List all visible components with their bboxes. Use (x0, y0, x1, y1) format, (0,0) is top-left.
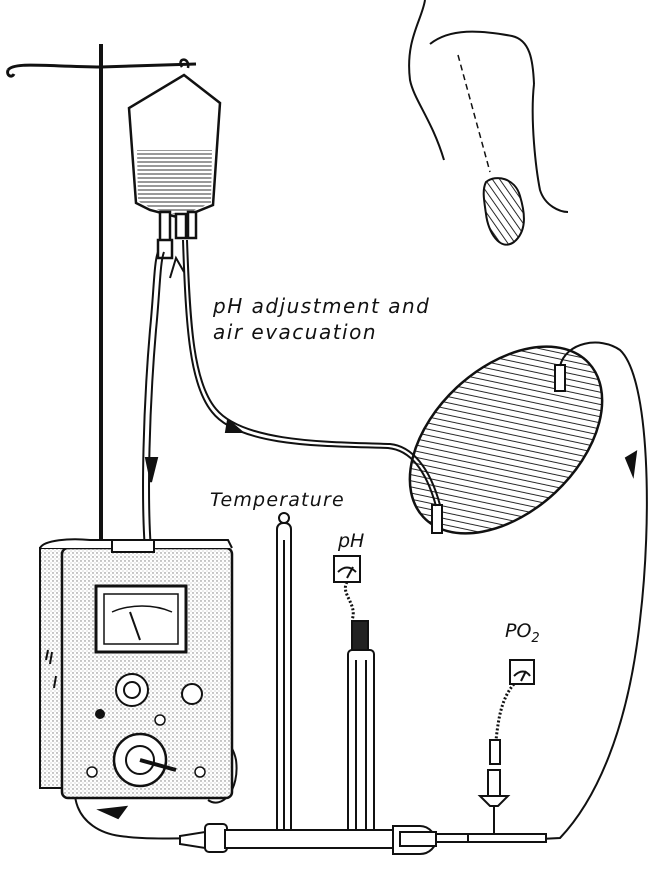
air-evacuation-label: air evacuation (213, 322, 377, 342)
po2-label: PO2 (505, 622, 540, 645)
po2-meter-icon (496, 660, 534, 740)
temperature-label: Temperature (210, 491, 345, 510)
po2-label-main: PO (505, 620, 531, 642)
ph-electrode-icon (348, 621, 374, 840)
infusion-bag-icon (129, 60, 220, 258)
ph-meter-icon (334, 556, 360, 620)
po2-electrode-icon (480, 740, 508, 836)
ph-adjustment-label: pH adjustment and (213, 296, 430, 316)
perfused-organ-icon (374, 310, 637, 569)
po2-label-subscript: 2 (531, 631, 539, 646)
kidney-icon (484, 178, 524, 245)
thermometer-icon (277, 513, 291, 848)
ph-label: pH (338, 532, 364, 551)
pump-console-icon (40, 539, 232, 798)
